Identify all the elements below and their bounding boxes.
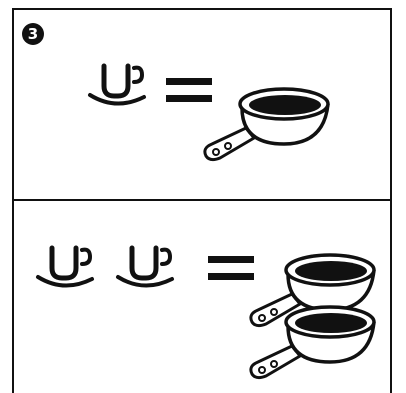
scoop-symbol-icon xyxy=(90,66,144,104)
scoop-symbol-icon xyxy=(38,248,92,286)
equals-sign-icon xyxy=(166,78,212,102)
scoop-symbol-icon xyxy=(118,248,172,286)
equals-sign-icon xyxy=(208,256,254,280)
measuring-cup-icon xyxy=(205,89,328,160)
